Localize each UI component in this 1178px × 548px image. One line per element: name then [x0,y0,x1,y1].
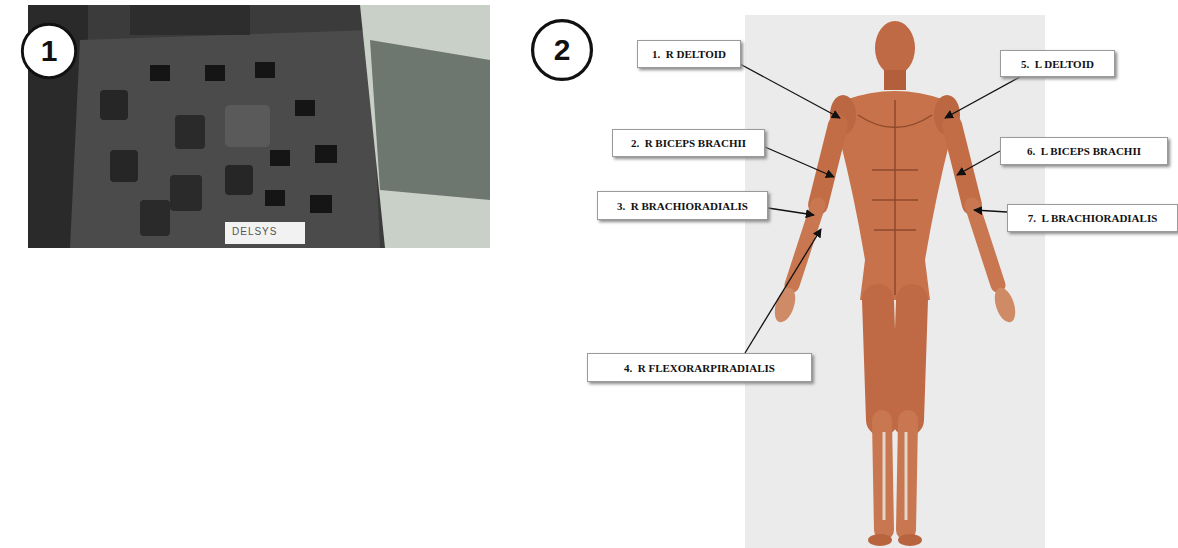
anatomy-figure-part [991,285,1019,325]
anatomy-figure-part [872,100,918,295]
sensor-case-photo-part [225,165,253,195]
circle-outline [22,24,75,77]
sensor-case-photo-part [255,62,275,78]
leader-lines-part [768,208,814,215]
anatomy-figure-part [875,21,915,75]
leader-lines-part [745,229,821,353]
sensor-case-photo-part [225,222,305,244]
sensor-case-photo-part [150,65,170,81]
sensor-case-photo-part [140,200,170,236]
anatomy-figure-part [745,15,1045,548]
anatomy-figure-part [840,91,950,300]
sensor-case-photo-part [70,30,380,248]
muscle-name: 4. R FLEXORARPIRADIALIS [624,362,775,374]
sensor-case-photo-part [28,5,490,248]
sensor-case-photo-part [315,145,337,163]
leader-lines-part [957,151,1000,175]
sensor-case-photo-part [310,195,332,213]
muscle-name: 3. R BRACHIORADIALIS [617,200,748,212]
anatomy-figure [745,15,1045,548]
circle-outline [533,21,592,80]
leader-lines-part [765,147,834,177]
muscle-label-box: 6. L BICEPS BRACHII [1000,137,1168,165]
anatomy-figure-part [972,205,998,285]
muscle-name: 2. R BICEPS BRACHII [631,137,746,149]
panel-number: 2 [554,33,571,67]
anatomy-figure-part [884,70,906,90]
sensor-case-photo-part [265,190,285,206]
sensor-case-photo-part [370,40,490,200]
muscle-name: 1. R DELTOID [652,48,726,60]
muscle-name: 6. L BICEPS BRACHII [1027,145,1141,157]
sensor-case-photo-part [100,90,128,120]
muscle-label-box: 1. R DELTOID [637,40,741,68]
sensor-case-photo-part [205,65,225,81]
sensor-case-photo-part [295,100,315,116]
anatomy-figure-part [818,125,838,205]
anatomy-figure-part [952,125,972,205]
leader-lines [740,64,1020,353]
sensor-case-photo-part [270,150,290,166]
anatomy-figure-part [792,205,818,285]
anatomy-figure-part [884,432,906,520]
muscle-label-box: 3. R BRACHIORADIALIS [597,191,768,220]
panel-number-circle: 1 [20,22,78,80]
anatomy-figure-part [858,115,932,128]
panel-number-circle: 2 [530,18,594,82]
muscle-label-box: 4. R FLEXORARPIRADIALIS [587,353,812,382]
sensor-case-photo-part [225,105,270,147]
muscle-label-box: 2. R BICEPS BRACHII [612,129,765,157]
sensor-case-photo-part [175,115,205,149]
leader-lines-part [945,77,1020,118]
muscle-name: 5. L DELTOID [1021,58,1094,70]
sensor-case-photo-part [170,175,202,211]
sensor-case-photo-part [360,5,490,248]
muscle-label-box: 5. L DELTOID [1000,50,1115,77]
anatomy-figure-part [898,534,922,546]
sensor-case-photo [28,5,490,248]
panel-number: 1 [41,34,58,68]
brand-label: DELSYS [232,226,277,237]
sensor-case-photo-part [110,150,138,182]
leader-lines-part [974,210,1007,212]
anatomy-figure-part [908,300,912,420]
leader-lines-part [740,64,840,118]
sensor-case-photo-part [130,5,250,35]
anatomy-figure-part [878,300,882,420]
muscle-label-box: 7. L BRACHIORADIALIS [1007,204,1178,232]
anatomy-figure-part [868,534,892,546]
muscle-name: 7. L BRACHIORADIALIS [1028,212,1158,224]
